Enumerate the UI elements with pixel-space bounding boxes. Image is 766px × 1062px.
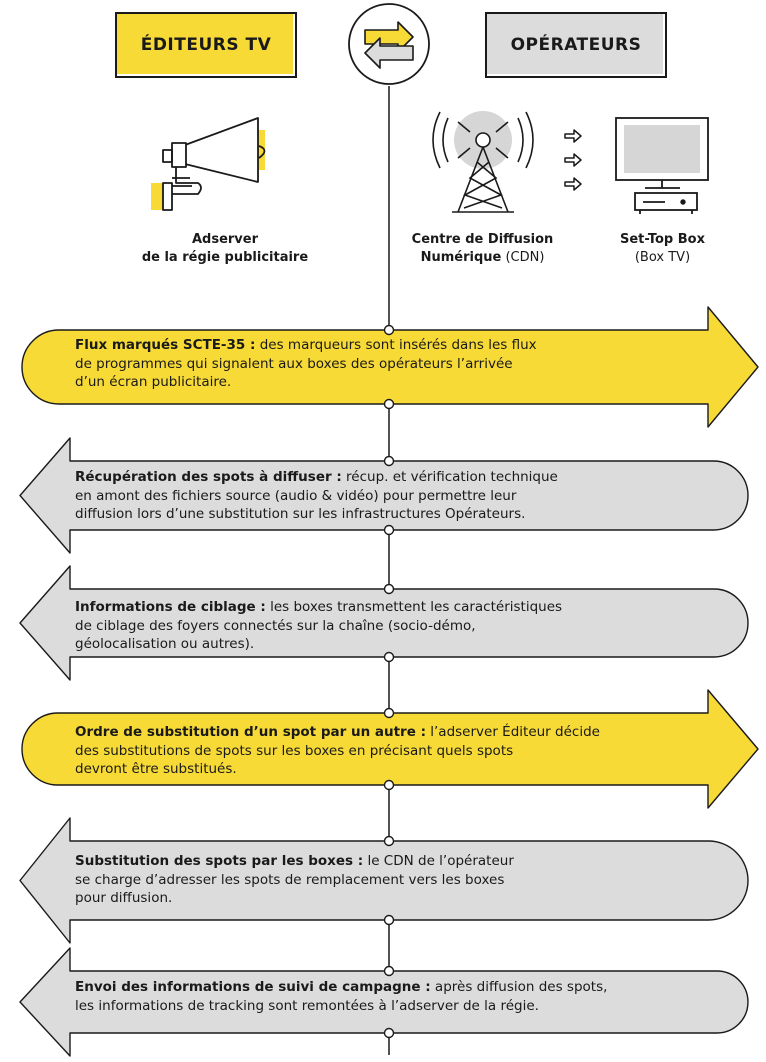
step-2-line3: diffusion lors d’une substitution sur le… (75, 506, 526, 522)
stb-line2: (Box TV) (634, 250, 691, 265)
step-3-line2: de ciblage des foyers connectés sur la c… (75, 617, 476, 634)
step-5-line3: pour diffusion. (75, 890, 173, 906)
timeline-dot (383, 779, 395, 791)
step-3-line3: géolocalisation ou autres). (75, 636, 255, 652)
flow-arrow-5 (19, 817, 749, 944)
timeline-dot (383, 324, 395, 336)
tv-set-top-box-icon (615, 117, 709, 214)
step-5-title: Substitution des spots par les boxes : (75, 853, 364, 869)
stb-line1: Set-Top Box (619, 232, 705, 247)
cdn-line1: Centre de Diffusion (411, 232, 554, 247)
step-2-line2: en amont des fichiers source (audio & vi… (75, 487, 517, 504)
step-4-line3: devront être substitués. (75, 761, 237, 777)
step-4-line1: l’adserver Éditeur décide (425, 724, 600, 740)
step-1-line2: de programmes qui signalent aux boxes de… (75, 355, 513, 372)
timeline-dot (383, 1027, 395, 1039)
step-1-text: Flux marqués SCTE-35 : des marqueurs son… (75, 336, 730, 392)
step-2-line1: récup. et vérification technique (341, 469, 558, 485)
step-6-line1: après diffusion des spots, (430, 979, 608, 995)
cdn-caption: Centre de Diffusion Numérique (CDN) (395, 231, 570, 267)
step-6-line2: les informations de tracking sont remont… (75, 997, 539, 1014)
megaphone-icon (151, 117, 266, 211)
timeline-dot (383, 965, 395, 977)
step-1-line1: des marqueurs sont insérés dans les flux (255, 337, 537, 353)
timeline-dot (383, 835, 395, 847)
flow-arrow-4 (21, 689, 759, 809)
cdn-line2-bold: Numérique (420, 250, 502, 265)
timeline-dot (383, 914, 395, 926)
step-1-title: Flux marqués SCTE-35 : (75, 337, 256, 353)
timeline-dots (383, 324, 395, 1039)
step-2-text: Récupération des spots à diffuser : récu… (75, 468, 755, 524)
step-5-line1: le CDN de l’opérateur (363, 853, 514, 869)
step-6-title: Envoi des informations de suivi de campa… (75, 979, 431, 995)
step-5-text: Substitution des spots par les boxes : l… (75, 852, 755, 908)
cdn-line2-rest: (CDN) (501, 250, 545, 265)
adserver-line1: Adserver (191, 232, 259, 247)
operateurs-box-fill (485, 12, 663, 74)
step-5-line2: se charge d’adresser les spots de rempla… (75, 871, 505, 888)
flow-arrows (19, 306, 759, 1057)
exchange-arrows-icon (348, 3, 430, 85)
stb-caption: Set-Top Box (Box TV) (605, 231, 720, 267)
step-3-title: Informations de ciblage : (75, 599, 266, 615)
timeline-dot (383, 524, 395, 536)
timeline-dot (383, 455, 395, 467)
timeline-dot (383, 651, 395, 663)
flow-arrow-3 (19, 565, 749, 681)
editeurs-box-fill (115, 12, 293, 74)
timeline-dot (383, 707, 395, 719)
step-6-text: Envoi des informations de suivi de campa… (75, 978, 755, 1015)
editeurs-tv-label: ÉDITEURS TV (115, 12, 297, 78)
forward-arrows-icon (564, 129, 582, 191)
flow-arrow-1 (21, 306, 759, 428)
flow-arrow-2 (19, 437, 749, 554)
broadcast-tower-icon (432, 111, 534, 213)
operateurs-label: OPÉRATEURS (485, 12, 667, 78)
timeline-dot (383, 398, 395, 410)
flow-arrow-6 (19, 947, 749, 1057)
step-3-text: Informations de ciblage : les boxes tran… (75, 598, 755, 654)
step-1-line3: d’un écran publicitaire. (75, 374, 232, 390)
step-4-text: Ordre de substitution d’un spot par un a… (75, 723, 730, 779)
step-3-line1: les boxes transmettent les caractéristiq… (265, 599, 563, 615)
step-4-title: Ordre de substitution d’un spot par un a… (75, 724, 426, 740)
timeline-dot (383, 583, 395, 595)
adserver-line2: de la régie publicitaire (141, 250, 309, 265)
step-2-title: Récupération des spots à diffuser : (75, 469, 342, 485)
adserver-caption: Adserver de la régie publicitaire (135, 231, 315, 267)
step-4-line2: des substitutions de spots sur les boxes… (75, 742, 514, 759)
